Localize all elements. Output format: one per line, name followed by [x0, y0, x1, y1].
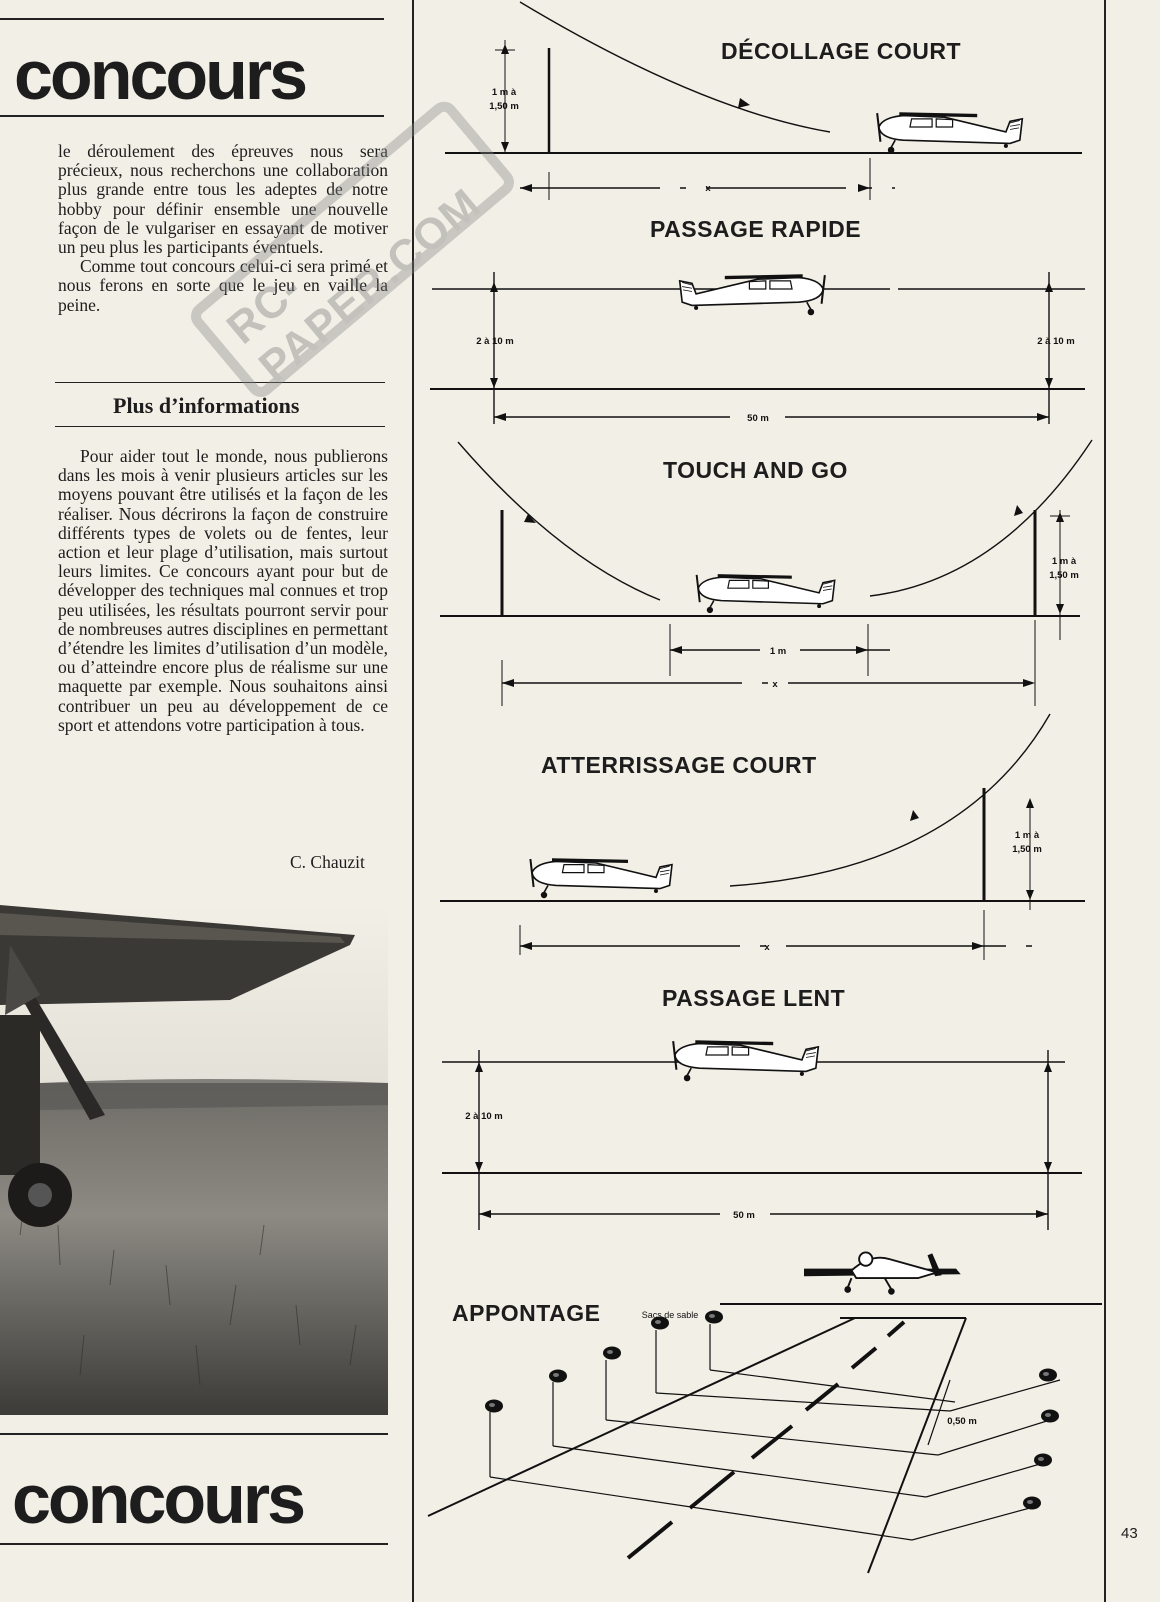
passage-rapide-right-height: 2 à 10 m: [1037, 336, 1075, 347]
subhead-bottom-rule: [55, 426, 385, 427]
decollage-height-line2: 1,50 m: [489, 101, 519, 112]
plane-touch-and-go: [695, 573, 836, 615]
diagram-title-passage-lent: PASSAGE LENT: [662, 985, 846, 1011]
header-bottom-rule: [0, 115, 384, 117]
atterrissage-height-line2: 1,50 m: [1012, 844, 1042, 855]
plane-decollage: [876, 111, 1024, 155]
decollage-height-line1: 1 m à: [492, 87, 517, 98]
plane-apontage: [804, 1251, 961, 1295]
right-margin-rule: [1104, 0, 1106, 1602]
diagram-title-apontage: APPONTAGE: [452, 1300, 601, 1326]
diagram-title-decollage: DÉCOLLAGE COURT: [721, 38, 962, 64]
sand-bags: [485, 1310, 1059, 1510]
column-divider: [412, 0, 414, 1602]
atterrissage-distance: x: [764, 942, 770, 953]
plane-atterrissage: [529, 857, 674, 900]
footer-bottom-rule: [0, 1543, 388, 1545]
atterrissage-height-line1: 1 m à: [1015, 830, 1040, 841]
plane-passage-rapide: [678, 273, 826, 317]
page-number: 43: [1121, 1525, 1138, 1542]
subhead-top-rule: [55, 382, 385, 383]
diagram-title-passage-rapide: PASSAGE RAPIDE: [650, 216, 862, 242]
apontage-spacing: 0,50 m: [947, 1416, 977, 1427]
article-paragraph-1: le déroulement des épreuves nous sera pr…: [58, 141, 388, 258]
header-title: concours: [14, 36, 308, 114]
passage-rapide-left-height: 2 à 10 m: [476, 336, 514, 347]
article-body: Pour aider tout le monde, nous publieron…: [58, 446, 388, 735]
passage-lent-distance: 50 m: [733, 1210, 755, 1221]
touch-and-go-distance: x: [772, 679, 778, 690]
header-top-rule: [0, 18, 384, 20]
footer-top-rule: [0, 1433, 388, 1435]
touch-and-go-inner-distance: 1 m: [770, 646, 786, 657]
diagram-title-touch-and-go: TOUCH AND GO: [663, 457, 848, 483]
passage-rapide-distance: 50 m: [747, 413, 769, 424]
apontage-bags-label: Sacs de sable: [642, 1310, 699, 1320]
article-paragraph-3: Pour aider tout le monde, nous publieron…: [58, 446, 388, 735]
footer-title: concours: [12, 1460, 306, 1538]
decollage-distance: x: [705, 183, 711, 194]
airplane-photo: [0, 905, 388, 1415]
diagram-title-atterrissage: ATTERRISSAGE COURT: [541, 752, 817, 778]
touch-and-go-height-line1: 1 m à: [1052, 556, 1077, 567]
touch-and-go-height-line2: 1,50 m: [1049, 570, 1079, 581]
article-intro: le déroulement des épreuves nous sera pr…: [58, 141, 388, 315]
subheading: Plus d’informations: [113, 393, 300, 418]
signature: C. Chauzit: [290, 852, 365, 872]
plane-passage-lent: [672, 1039, 820, 1083]
passage-lent-height: 2 à 10 m: [465, 1111, 503, 1122]
article-paragraph-2: Comme tout concours celui-ci sera primé …: [58, 256, 388, 315]
